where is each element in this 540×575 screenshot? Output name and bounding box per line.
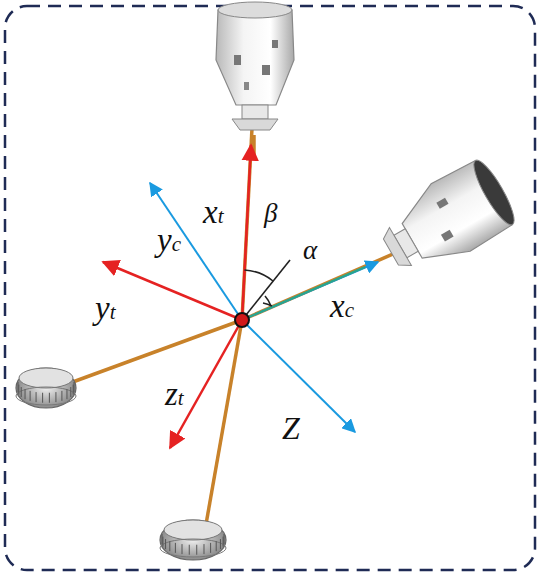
- axis-label: zt: [165, 378, 184, 411]
- axis-label: yc: [157, 224, 181, 257]
- tool-axes: [103, 145, 251, 448]
- axis-label: xc: [330, 290, 354, 323]
- base-tooth: [30, 391, 31, 401]
- base-tooth: [21, 387, 22, 397]
- base-tooth: [162, 537, 163, 547]
- base-tooth: [25, 389, 26, 399]
- right-camera: [371, 154, 521, 286]
- camera-axes: [150, 183, 378, 432]
- bottom-robot-base: [160, 520, 226, 560]
- angle-marks: [242, 260, 290, 320]
- left-robot-base: [16, 368, 76, 408]
- base-tooth: [189, 545, 190, 555]
- base-tooth: [182, 544, 183, 554]
- axis-label: xt: [203, 196, 224, 229]
- base-tooth: [162, 534, 163, 544]
- base-tooth: [220, 539, 221, 549]
- base-tooth: [169, 541, 170, 551]
- origin-dot: [235, 313, 249, 327]
- robot-arm-lines: [70, 90, 425, 530]
- base-tooth: [49, 393, 50, 403]
- top-camera: [216, 2, 294, 155]
- angle-label: α: [303, 237, 317, 264]
- base-tooth: [216, 541, 217, 551]
- base-tooth: [196, 545, 197, 555]
- base-tooth: [224, 534, 225, 544]
- base-tooth: [36, 392, 37, 402]
- base-tooth: [18, 385, 19, 395]
- dashed-frame: [5, 6, 535, 570]
- base-tooth: [66, 389, 67, 399]
- axis-label: yt: [95, 292, 116, 325]
- base-tooth: [203, 544, 204, 554]
- base-tooth: [61, 391, 62, 401]
- base-tooth: [210, 543, 211, 553]
- base-tooth: [74, 382, 75, 392]
- base-tooth: [42, 393, 43, 403]
- base-tooth: [70, 387, 71, 397]
- base-tooth: [223, 537, 224, 547]
- base-tooth: [55, 392, 56, 402]
- angle-label: β: [264, 200, 277, 227]
- axis-label: Z: [282, 412, 300, 444]
- base-tooth: [165, 539, 166, 549]
- base-tooth: [175, 543, 176, 553]
